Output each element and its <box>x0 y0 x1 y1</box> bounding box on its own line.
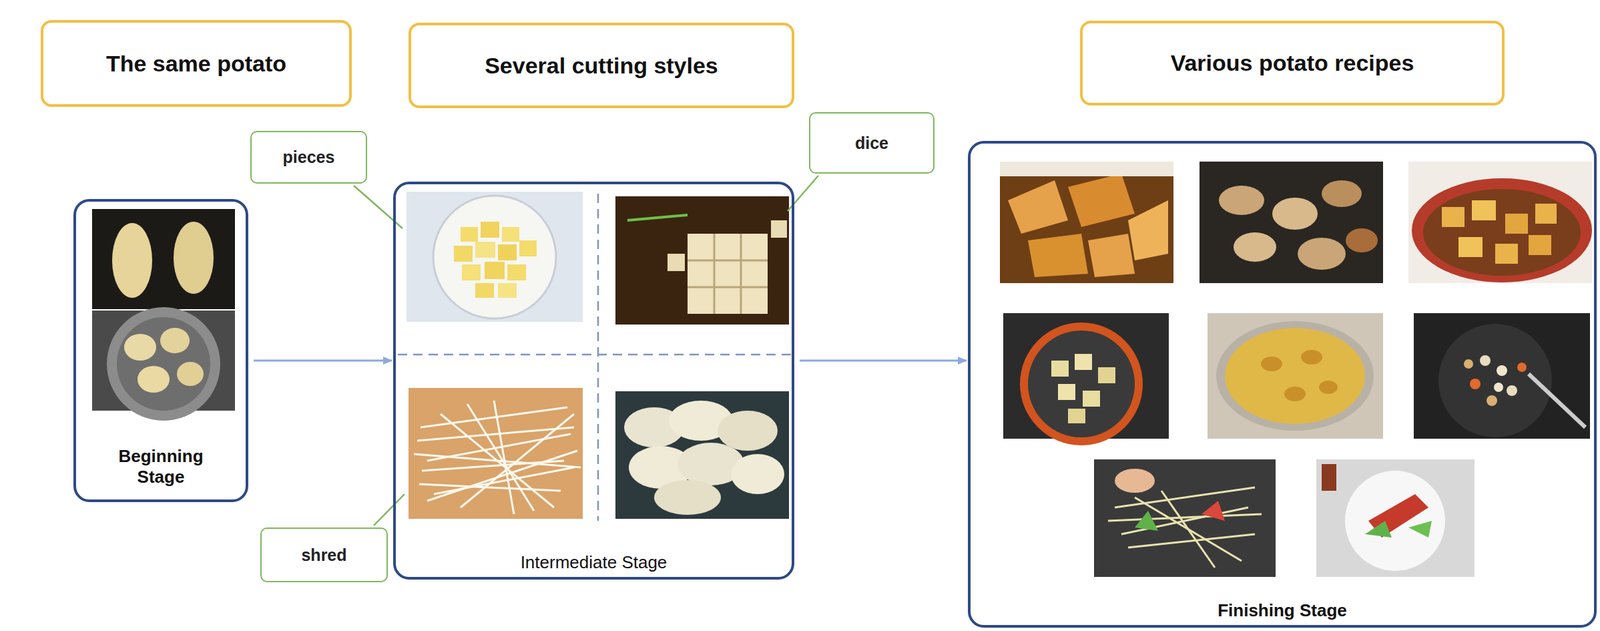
divider-line <box>397 353 792 356</box>
recipe-photo <box>999 161 1174 284</box>
callout-text: dice <box>855 133 889 153</box>
divider-line <box>597 193 600 521</box>
recipe-photo <box>1413 313 1590 439</box>
recipe-photo <box>1207 313 1384 439</box>
callout-box: dice <box>809 112 935 174</box>
potato-shred-photo <box>408 387 583 519</box>
recipe-photo <box>1003 313 1169 446</box>
recipe-photo <box>1316 459 1475 577</box>
recipe-photo <box>1408 161 1592 284</box>
header-text: Several cutting styles <box>484 52 719 79</box>
potato-slices-photo <box>615 391 789 519</box>
stage-box: Finishing Stage <box>967 140 1597 628</box>
header-text: Various potato recipes <box>1170 50 1415 77</box>
potato-pieces-photo <box>406 191 583 322</box>
whole-potato-photo <box>92 208 235 310</box>
stage-box: Beginning Stage <box>73 198 249 502</box>
header-text: The same potato <box>106 50 287 77</box>
leader-line <box>373 493 405 526</box>
callout-text: pieces <box>283 147 336 167</box>
flow-arrow <box>799 359 967 362</box>
stage-label: Beginning Stage <box>104 445 218 488</box>
recipe-photo <box>1094 459 1276 577</box>
header-box: Various potato recipes <box>1080 20 1505 106</box>
recipe-photo <box>1199 161 1384 284</box>
potato-dice-photo <box>615 196 789 325</box>
stage-label: Intermediate Stage <box>520 552 668 573</box>
potatoes-in-pot-photo <box>92 307 235 421</box>
header-box: The same potato <box>40 20 352 107</box>
callout-text: shred <box>301 545 347 565</box>
flow-arrow <box>253 359 392 362</box>
callout-box: shred <box>260 527 388 583</box>
callout-box: pieces <box>250 130 368 184</box>
stage-box: Intermediate Stage <box>393 181 795 580</box>
stage-label: Finishing Stage <box>1217 600 1348 621</box>
header-box: Several cutting styles <box>408 22 795 109</box>
